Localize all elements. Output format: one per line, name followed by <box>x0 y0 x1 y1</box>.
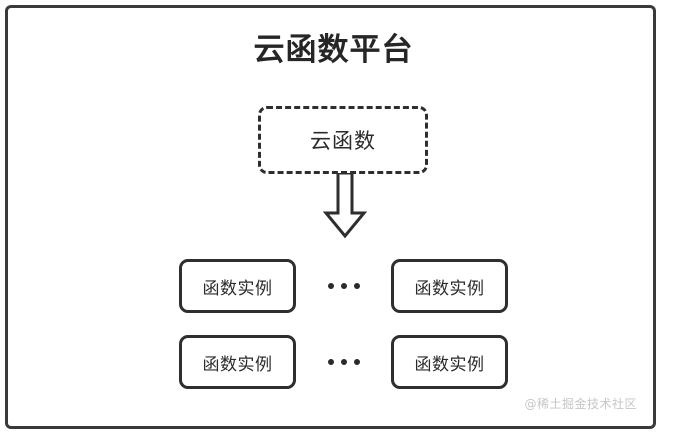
instance-row-1: 函数实例 函数实例 <box>179 259 508 313</box>
function-instance-box[interactable]: 函数实例 <box>179 335 296 389</box>
watermark: @稀土掘金技术社区 <box>524 397 637 411</box>
function-instance-box[interactable]: 函数实例 <box>179 259 296 313</box>
ellipsis-dot <box>340 359 347 365</box>
ellipsis-dot <box>353 283 360 289</box>
down-block-arrow-icon <box>323 173 367 239</box>
function-instance-label: 函数实例 <box>202 354 273 375</box>
ellipsis-icon <box>309 335 379 389</box>
function-instance-label: 函数实例 <box>414 354 485 375</box>
instance-row-2: 函数实例 函数实例 <box>179 335 508 389</box>
ellipsis-dot <box>327 283 334 289</box>
ellipsis-dot <box>327 359 334 365</box>
ellipsis-dot <box>353 359 360 365</box>
function-instance-box[interactable]: 函数实例 <box>391 259 508 313</box>
cloud-function-node[interactable]: 云函数 <box>258 106 428 174</box>
function-instance-label: 函数实例 <box>202 278 273 299</box>
function-instance-label: 函数实例 <box>414 278 485 299</box>
ellipsis-icon <box>309 259 379 313</box>
page-title: 云函数平台 <box>253 32 414 68</box>
ellipsis-dot <box>340 283 347 289</box>
cloud-function-label: 云函数 <box>310 129 376 153</box>
cloud-function-platform-frame: 云函数平台 云函数 函数实例 函数实例 函数实例 <box>5 5 656 429</box>
function-instance-box[interactable]: 函数实例 <box>391 335 508 389</box>
